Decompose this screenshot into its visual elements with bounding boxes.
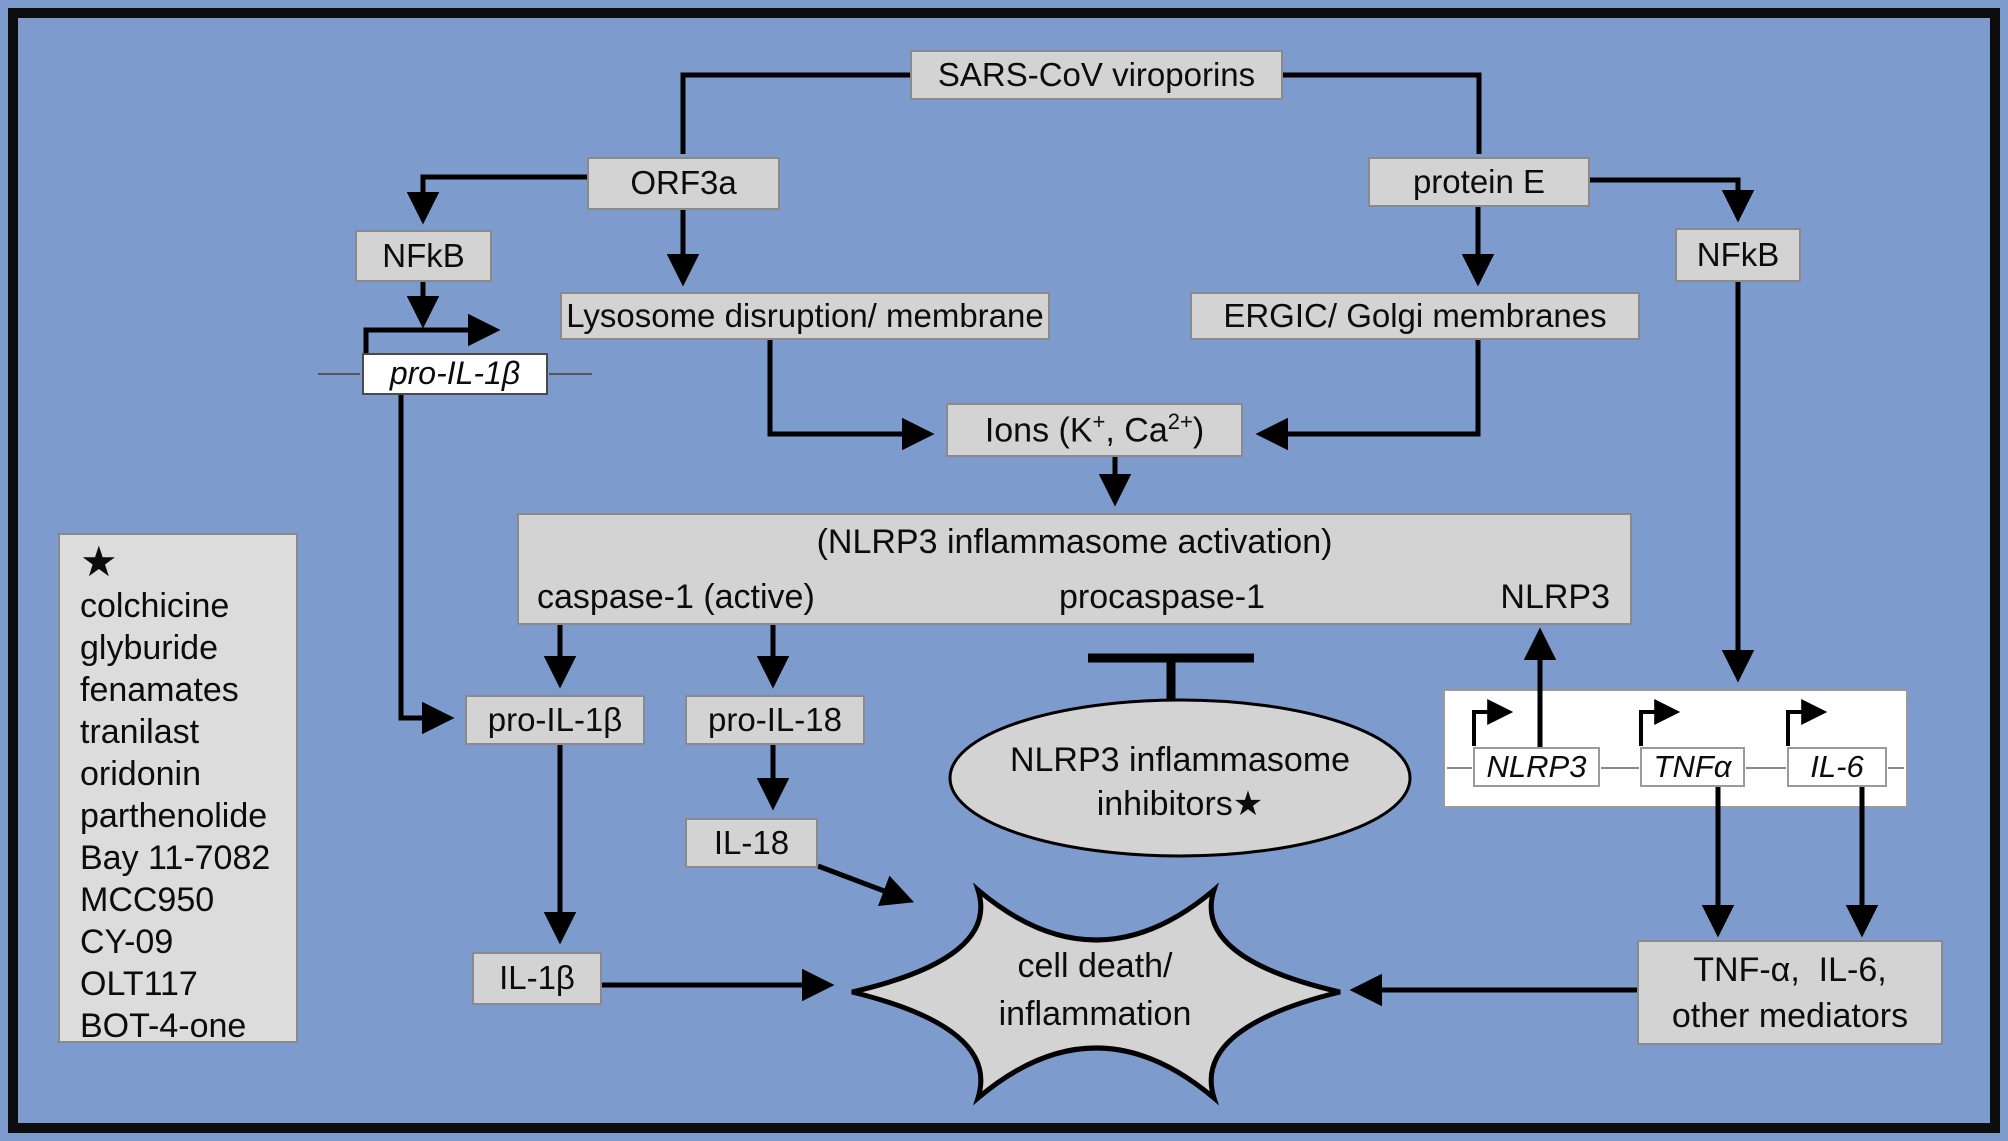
node-label: pro-IL-1β (487, 700, 623, 738)
node-tnf-mediators: TNF-α, IL-6, other mediators (1637, 940, 1943, 1045)
gene-tnfa: TNFα (1640, 747, 1745, 787)
gene-label: NLRP3 (1486, 749, 1587, 784)
list-item: glyburide (80, 629, 218, 667)
list-item: BOT-4-one (80, 1007, 247, 1045)
node-label: NFkB (1696, 235, 1780, 273)
node-label: pro-IL-1β (389, 355, 521, 392)
list-item: MCC950 (80, 881, 215, 919)
cell-death-burst (851, 882, 1341, 1106)
list-item: Bay 11-7082 (80, 839, 271, 877)
node-lysosome-disruption: Lysosome disruption/ membrane (560, 292, 1050, 340)
edge-proil1bgene-to-proil1b (398, 395, 455, 735)
node-pro-il18: pro-IL-18 (685, 695, 865, 745)
list-item: OLT117 (80, 965, 198, 1003)
gene-nlrp3: NLRP3 (1473, 747, 1600, 787)
inhibition-tbar (1088, 653, 1254, 701)
gene-label: IL-6 (1810, 749, 1864, 784)
node-label: IL-1β (499, 959, 575, 997)
node-nlrp3-activation: (NLRP3 inflammasome activation) caspase-… (517, 513, 1632, 625)
promoter-arrow-tnfa (1639, 699, 1681, 746)
node-label: SARS-CoV viroporins (937, 55, 1256, 93)
inhibitors-ellipse-text: NLRP3 inflammasome inhibitors★ (1009, 741, 1351, 823)
node-protein-e: protein E (1368, 157, 1590, 207)
procaspase1-label: procaspase-1 (1059, 578, 1266, 616)
inhibitors-ellipse (948, 698, 1412, 858)
node-label: pro-IL-18 (708, 700, 842, 738)
activation-title: (NLRP3 inflammasome activation) (816, 523, 1333, 561)
node-label: Ions (K+, Ca2+) (984, 409, 1205, 450)
list-item: tranilast (80, 713, 200, 751)
edge-orf3a-to-nfkb-left (406, 174, 587, 225)
node-ions: Ions (K+, Ca2+) (946, 403, 1243, 457)
list-item: oridonin (80, 755, 201, 793)
edge-proteine-to-nfkb-right (1590, 177, 1755, 223)
node-label: ERGIC/ Golgi membranes (1223, 296, 1607, 334)
gene-label: TNFα (1653, 749, 1732, 784)
inhibitor-list: colchicine glyburide fenamates tranilast… (80, 585, 296, 1047)
inhibitor-legend: ★ colchicine glyburide fenamates tranila… (58, 533, 298, 1045)
node-pro-il1b: pro-IL-1β (465, 695, 645, 745)
node-nfkb-right: NFkB (1675, 228, 1801, 282)
node-sars-cov-viroporins: SARS-CoV viroporins (910, 50, 1283, 100)
list-item: fenamates (80, 671, 239, 709)
edge-viroporins-to-proteine (1283, 72, 1482, 154)
list-item: colchicine (80, 587, 230, 625)
node-label: protein E (1412, 162, 1546, 200)
node-il1b: IL-1β (472, 952, 602, 1005)
node-nfkb-left: NFkB (355, 230, 492, 282)
edge-lysosome-to-ions (767, 340, 935, 451)
edge-viroporins-to-orf3a (680, 72, 910, 154)
edge-ergic-to-ions (1255, 340, 1481, 451)
promoter-arrow-proil1b (363, 313, 501, 356)
cell-death-text: cell death/ inflammation (998, 947, 1192, 1033)
promoter-arrow-il6 (1786, 699, 1828, 746)
list-item: parthenolide (80, 797, 268, 835)
node-label: other mediators (1671, 996, 1909, 1035)
caspase1-label: caspase-1 (active) (537, 578, 815, 616)
promoter-arrow-nlrp3 (1472, 699, 1514, 746)
node-ergic-golgi: ERGIC/ Golgi membranes (1190, 292, 1640, 340)
edge-il18-to-celldeath (817, 863, 915, 907)
node-orf3a: ORF3a (587, 157, 780, 210)
node-pro-il1b-gene: pro-IL-1β (362, 353, 548, 395)
node-label: IL-18 (713, 823, 790, 861)
node-label: ORF3a (630, 164, 737, 202)
node-label: NFkB (382, 236, 465, 274)
node-label: TNF-α, IL-6, (1693, 950, 1887, 989)
node-label: Lysosome disruption/ membrane (566, 296, 1044, 334)
list-item: CY-09 (80, 923, 174, 961)
nlrp3-label: NLRP3 (1500, 578, 1610, 616)
node-il18: IL-18 (685, 818, 818, 868)
gene-il6: IL-6 (1787, 747, 1887, 787)
star-icon: ★ (80, 538, 118, 585)
